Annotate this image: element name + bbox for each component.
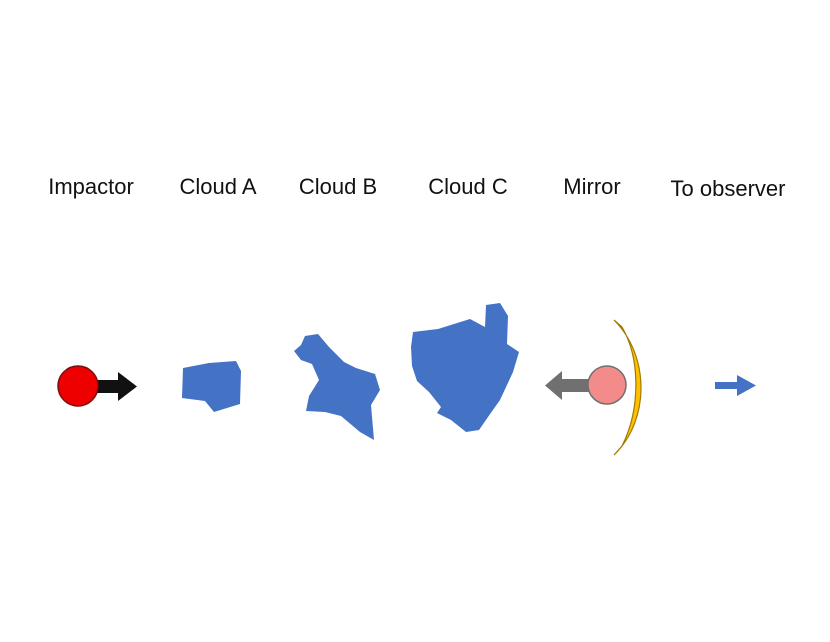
impactor-ball <box>57 365 99 407</box>
mirror-shape <box>613 319 642 456</box>
cloud-b-shape <box>294 334 380 440</box>
impactor-arrow-shaft <box>92 380 120 393</box>
observer-arrow-head <box>737 375 756 396</box>
cloud-a-shape <box>182 361 241 412</box>
label-cloud-a: Cloud A <box>179 174 256 199</box>
label-cloud-c: Cloud C <box>428 174 508 199</box>
impactor-arrow-head <box>118 372 137 401</box>
cloud-c-shape <box>411 303 519 432</box>
label-mirror: Mirror <box>563 174 620 199</box>
mirror-icon <box>545 319 642 456</box>
mirror-arrow-shaft <box>560 379 590 392</box>
label-impactor: Impactor <box>48 174 134 199</box>
observer-arrow-icon <box>715 375 756 396</box>
mirror-arrow-head <box>545 371 562 400</box>
label-to-observer: To observer <box>671 176 786 201</box>
impactor-icon <box>57 365 137 407</box>
observer-arrow-shaft <box>715 382 739 389</box>
label-cloud-b: Cloud B <box>299 174 377 199</box>
mirror-ball <box>587 365 627 405</box>
